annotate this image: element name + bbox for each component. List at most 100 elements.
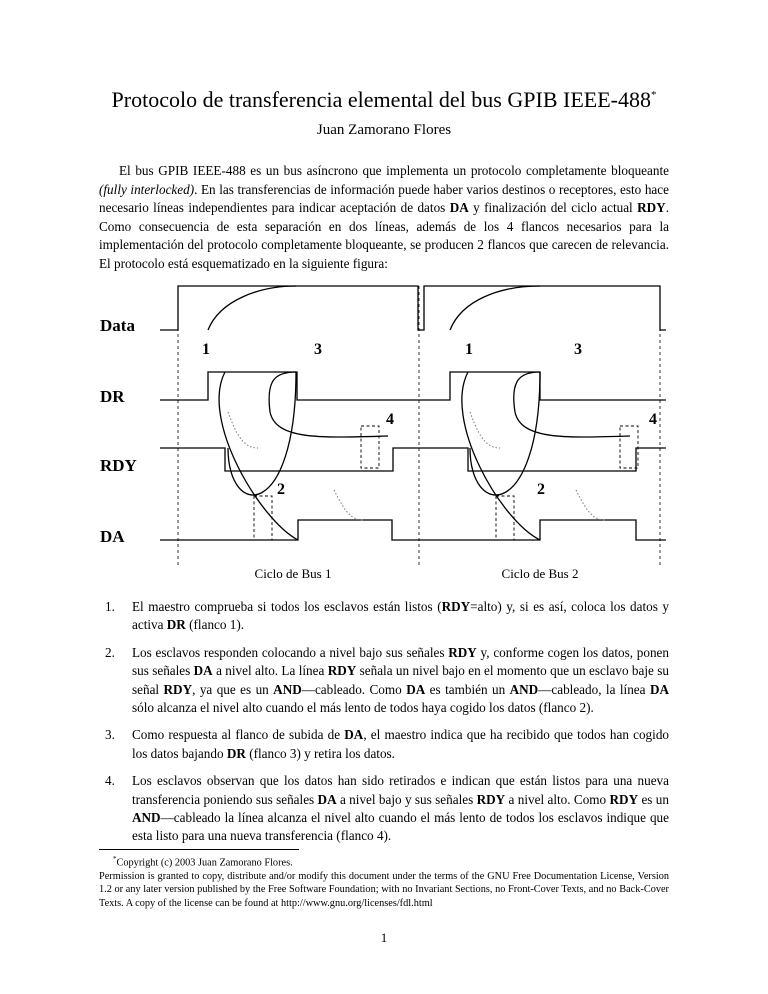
cycle-label-1: Ciclo de Bus 1 xyxy=(255,566,332,581)
transition-windows xyxy=(253,425,639,541)
text-run: (flanco 1). xyxy=(185,617,245,633)
protocol-step: 1.El maestro comprueba si todos los escl… xyxy=(99,598,669,635)
edge-label-2: 2 xyxy=(537,481,545,498)
footnote-mark: * xyxy=(113,855,117,863)
signal-term: RDY xyxy=(448,644,477,660)
edge-label-4: 4 xyxy=(386,411,394,428)
dotted-curve xyxy=(469,411,501,449)
signal-term: DA xyxy=(317,791,337,807)
intro-paragraph: El bus GPIB IEEE-488 es un bus asíncrono… xyxy=(99,162,669,274)
slave-da-curve-1 xyxy=(227,371,297,496)
title-footnote-mark[interactable]: * xyxy=(650,89,657,101)
edge-label-3: 3 xyxy=(314,341,322,358)
footnote-rule xyxy=(99,849,299,850)
step-number: 1. xyxy=(105,599,115,614)
text-run: Los esclavos observan que los datos han … xyxy=(132,773,669,807)
data-waveform xyxy=(160,285,666,331)
step-text: Los esclavos responden colocando a nivel… xyxy=(132,645,669,715)
cycle-label-2: Ciclo de Bus 2 xyxy=(502,566,579,581)
dotted-curve xyxy=(575,489,607,521)
protocol-step: 2. Los esclavos responden colocando a niv… xyxy=(99,644,669,718)
signal-term: RDY xyxy=(163,681,193,697)
slave-rdy-curve-2 xyxy=(461,371,541,541)
signal-term: RDY xyxy=(609,791,639,807)
transition-window-da-1 xyxy=(253,495,273,541)
slave-da-curve-2 xyxy=(469,371,541,496)
protocol-step: 4. Los esclavos observan que los datos ha… xyxy=(99,772,669,846)
signal-term: AND xyxy=(132,810,161,826)
signal-term: DA xyxy=(449,200,469,216)
text-run: =alto) y, si es así, coloca los datos y … xyxy=(132,599,669,633)
text-run: a nivel alto. La línea xyxy=(212,663,328,679)
transition-window-rdy-1 xyxy=(360,425,380,469)
timing-diagram-svg: Data DR RDY DA xyxy=(100,285,666,581)
signal-term: DA xyxy=(406,681,426,697)
signal-name-data: Data xyxy=(100,316,135,335)
edge-label-3: 3 xyxy=(574,341,582,358)
step-text: Como respuesta al flanco de subida de DA… xyxy=(132,727,669,760)
author: Juan Zamorano Flores xyxy=(316,122,452,138)
step-number: 2. xyxy=(105,644,115,660)
signal-name-dr: DR xyxy=(100,387,125,406)
text-run: a nivel alto. Como xyxy=(505,791,610,807)
page-title: Protocolo de transferencia elemental del… xyxy=(0,82,768,113)
signal-term: AND xyxy=(273,681,302,697)
text-run: , ya que es un xyxy=(192,681,274,697)
edge-label-1: 1 xyxy=(202,341,210,358)
signal-term: RDY xyxy=(441,599,471,614)
title-text: Protocolo de transferencia elemental del… xyxy=(111,87,651,112)
transition-window-da-2 xyxy=(495,495,515,541)
emphasis-text: (fully interlocked) xyxy=(99,181,195,197)
signal-term: AND xyxy=(509,681,539,697)
slave-rdy-curve-1 xyxy=(218,371,299,541)
footnote-copyright-text: Copyright (c) 2003 Juan Zamorano Flores. xyxy=(116,857,293,869)
rdy-waveform xyxy=(160,447,666,472)
edge-label-4: 4 xyxy=(649,411,657,428)
text-run: —cableado, la línea xyxy=(538,681,650,697)
text-run: El bus GPIB IEEE-488 es un bus asíncrono… xyxy=(119,163,669,178)
protocol-steps: 1.El maestro comprueba si todos los escl… xyxy=(99,598,669,855)
dotted-transitions xyxy=(227,411,607,521)
text-run: señala un nivel bajo en el momento que u… xyxy=(132,663,669,697)
text-run: . En las transferencias de información p… xyxy=(99,181,669,216)
waveforms xyxy=(160,285,666,541)
footnote: *Copyright (c) 2003 Juan Zamorano Flores… xyxy=(99,849,669,910)
dotted-curve xyxy=(227,411,259,449)
signal-term: DA xyxy=(344,727,364,743)
transition-window-rdy-2 xyxy=(619,425,639,469)
page-number: 1 xyxy=(380,930,388,945)
step-number: 3. xyxy=(105,727,115,743)
text-run: es también un xyxy=(425,681,510,697)
cycle-boundaries xyxy=(177,286,661,568)
signal-name-rdy: RDY xyxy=(100,456,137,475)
step-text: Los esclavos observan que los datos han … xyxy=(132,773,669,843)
signal-term: RDY xyxy=(327,663,357,679)
text-run: sólo alcanza el nivel alto cuando el más… xyxy=(132,700,594,716)
text-run: Los esclavos responden colocando a nivel… xyxy=(132,644,449,660)
text-run: y finalización del ciclo actual xyxy=(468,200,638,216)
text-run: —cableado. Como xyxy=(301,681,407,697)
timing-diagram: Data DR RDY DA xyxy=(0,282,768,582)
text-run: —cableado la línea alcanza el nivel alto… xyxy=(132,810,669,844)
text-run: (flanco 3) y retira los datos. xyxy=(245,745,395,761)
signal-term: DA xyxy=(649,681,669,697)
text-run: Como respuesta al flanco de subida de xyxy=(132,727,345,743)
signal-term: RDY xyxy=(637,200,666,216)
dotted-curve xyxy=(333,489,365,521)
protocol-step: 3. Como respuesta al flanco de subida de … xyxy=(99,726,669,763)
slave-dr-curve-1 xyxy=(268,371,389,438)
da-waveform xyxy=(160,519,666,541)
text-run: es un xyxy=(638,791,669,807)
edge-label-2: 2 xyxy=(277,481,285,498)
signal-term: RDY xyxy=(476,791,506,807)
text-run: y, conforme cogen los datos, ponen sus s… xyxy=(132,644,669,679)
text-run: , el maestro indica que ha recibido que … xyxy=(132,727,670,761)
edge-label-1: 1 xyxy=(465,341,473,358)
step-number: 4. xyxy=(105,773,115,789)
text-run: a nivel bajo y sus señales xyxy=(336,791,477,807)
dr-waveform xyxy=(160,371,666,401)
slave-data-curve-1 xyxy=(207,285,297,331)
slave-dr-curve-2 xyxy=(513,371,631,438)
signal-name-da: DA xyxy=(100,527,125,546)
signal-term: DA xyxy=(193,663,213,679)
